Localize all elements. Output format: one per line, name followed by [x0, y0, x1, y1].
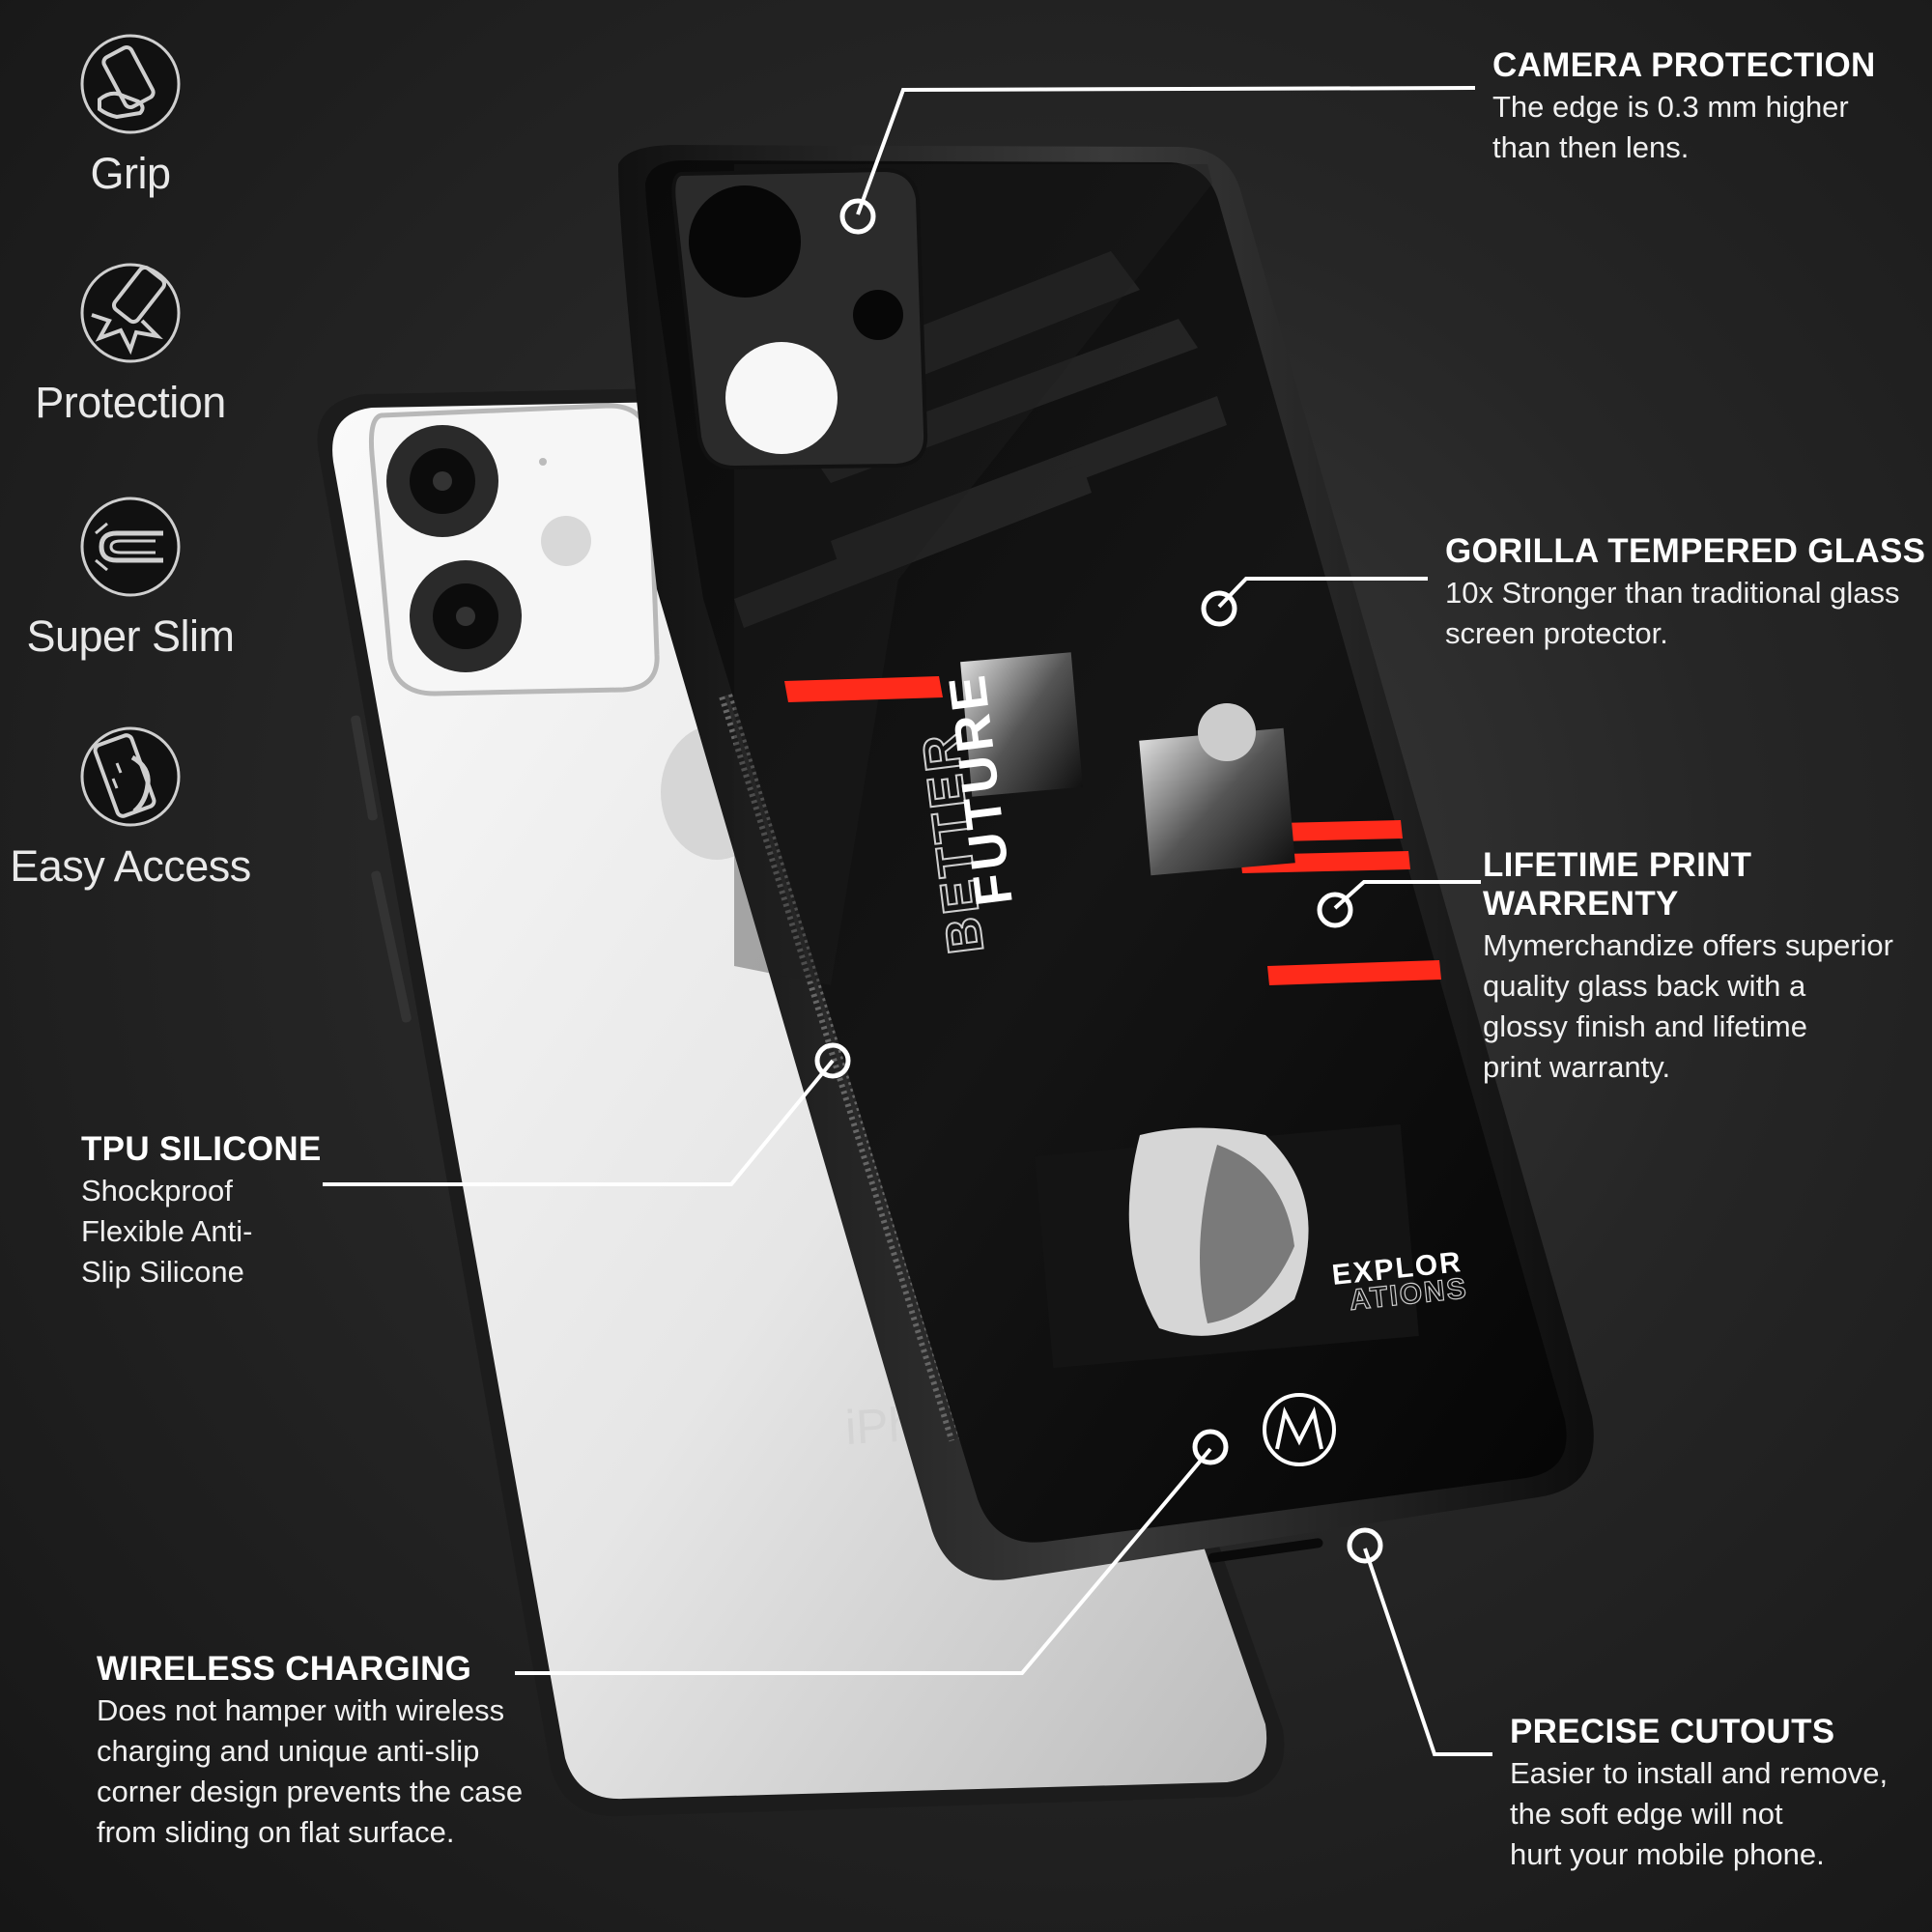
protection-icon: [80, 263, 181, 363]
feature-super-slim-label: Super Slim: [26, 611, 235, 661]
callout-wireless-charging: WIRELESS CHARGING Does not hamper with w…: [97, 1650, 523, 1853]
callout-warranty-title: LIFETIME PRINT WARRENTY: [1483, 846, 1752, 923]
callout-tpu-silicone: TPU SILICONE Shockproof Flexible Anti- S…: [81, 1130, 322, 1293]
callout-glass-desc: 10x Stronger than traditional glass scre…: [1445, 576, 1900, 650]
callout-glass-title: GORILLA TEMPERED GLASS: [1445, 532, 1926, 570]
callout-tpu-title: TPU SILICONE: [81, 1130, 322, 1168]
super-slim-icon: [80, 497, 181, 597]
callout-camera-protection: CAMERA PROTECTION The edge is 0.3 mm hig…: [1492, 46, 1876, 168]
white-phone-camera: [369, 403, 660, 696]
callout-camera-desc: The edge is 0.3 mm higher than then lens…: [1492, 90, 1849, 164]
callout-tpu-desc: Shockproof Flexible Anti- Slip Silicone: [81, 1174, 253, 1289]
easy-access-icon: [80, 726, 181, 827]
camera-cutout: [671, 167, 928, 470]
callout-camera-title: CAMERA PROTECTION: [1492, 46, 1876, 84]
callout-warranty-desc: Mymerchandize offers superior quality gl…: [1483, 928, 1893, 1084]
feature-super-slim: Super Slim: [0, 495, 261, 662]
feature-protection: Protection: [0, 261, 261, 428]
callout-leader-lines: [323, 86, 1492, 1756]
feature-easy-access: Easy Access: [0, 724, 261, 892]
glass-case: BETTER FUTURE EXPLOR ATIONS: [618, 145, 1594, 1580]
callout-gorilla-glass: GORILLA TEMPERED GLASS 10x Stronger than…: [1445, 532, 1925, 654]
callout-cutouts-title: PRECISE CUTOUTS: [1510, 1713, 1835, 1750]
feature-grip-label: Grip: [90, 149, 171, 198]
callout-cutouts-desc: Easier to install and remove, the soft e…: [1510, 1756, 1889, 1871]
feature-easy-access-label: Easy Access: [10, 841, 251, 891]
brand-logo-icon: [1263, 1393, 1336, 1466]
callout-precise-cutouts: PRECISE CUTOUTS Easier to install and re…: [1510, 1713, 1888, 1875]
callout-wireless-title: WIRELESS CHARGING: [97, 1650, 472, 1688]
artwork-photo-panels: [960, 652, 1419, 1369]
grip-icon: [80, 34, 181, 134]
callout-wireless-desc: Does not hamper with wireless charging a…: [97, 1693, 524, 1849]
feature-protection-label: Protection: [35, 378, 226, 427]
feature-grip: Grip: [0, 32, 261, 199]
callout-lifetime-warranty: LIFETIME PRINT WARRENTY Mymerchandize of…: [1483, 846, 1932, 1088]
callout-dots: [814, 198, 1383, 1564]
